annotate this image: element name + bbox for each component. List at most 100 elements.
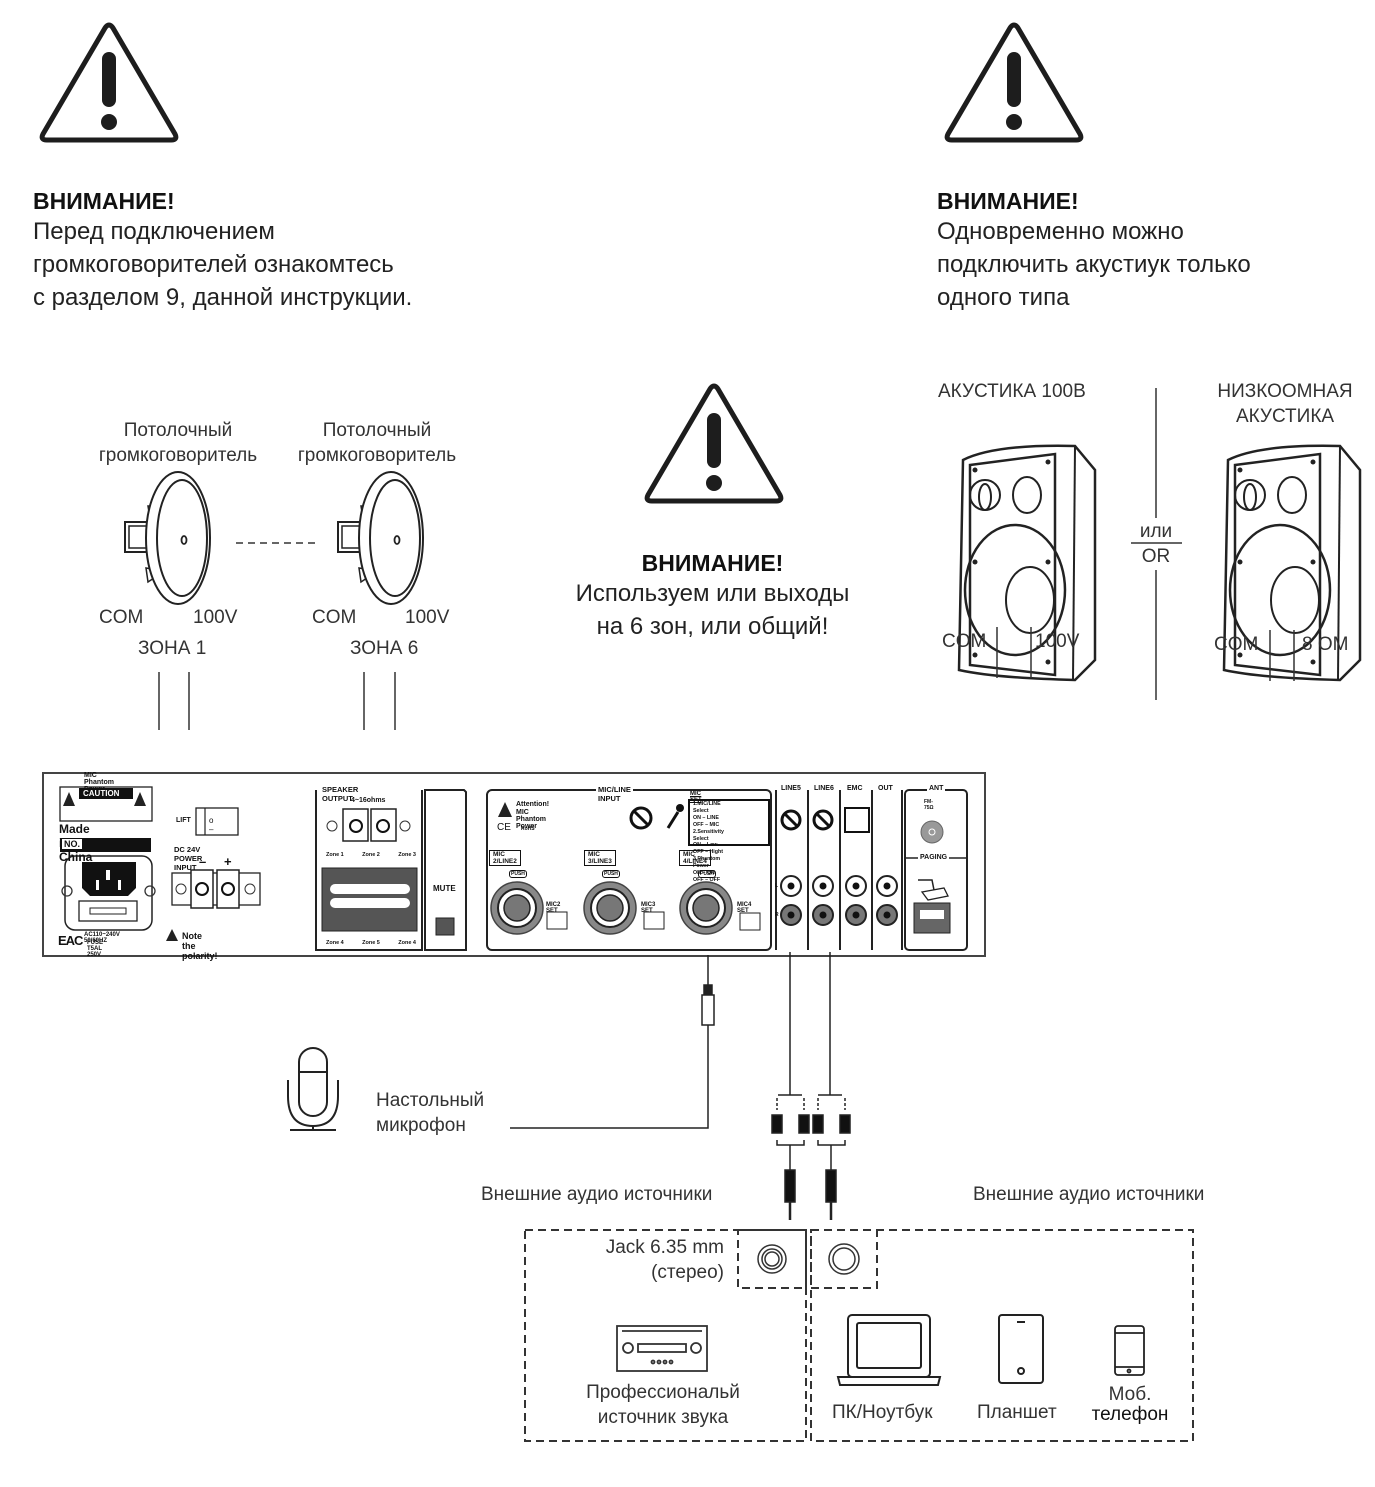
zone-row-bottom: Zone 4 Zone 5 Zone 4: [326, 940, 416, 946]
mic-dip-set-label: MIC2 SET: [546, 902, 561, 914]
pro-source-line: Профессиональй: [586, 1382, 740, 1403]
serial-no-label: NO.: [62, 839, 83, 849]
zone-row-top: Zone 1 Zone 2 Zone 3: [326, 852, 416, 858]
speaker-type: громкоговоритель: [297, 445, 457, 466]
wall-speaker-wires: [996, 388, 1295, 700]
warning-line: Используем или выходы: [575, 580, 850, 607]
mic-dip-set-label: MIC3 SET: [641, 902, 656, 914]
speaker-type-low-impedance: НИЗКООМНАЯ АКУСТИКА: [1200, 379, 1370, 429]
warning-line: громкоговорителей ознакомтесь: [33, 251, 394, 278]
made-in-label: Made in China: [59, 822, 93, 864]
rear-panel: [42, 772, 986, 957]
terminal-com-label: COM: [942, 631, 987, 652]
phone-icon: [1114, 1325, 1145, 1376]
zone-terminal: Zone 4: [398, 940, 416, 946]
zone-label: ЗОНА 6: [350, 638, 419, 659]
lift-label: LIFT: [176, 817, 191, 824]
rca-group-label: LINE5: [780, 785, 802, 792]
terminal-com-label: COM: [1214, 634, 1259, 655]
speaker-type: АКУСТИКА: [1235, 406, 1335, 427]
mic-set-line: ON – Low OFF – Hight: [693, 842, 724, 856]
phantom-attention-label: MIC Phantom Power: [516, 809, 546, 830]
phantom-power-label: MIC Phantom Power: [84, 772, 114, 793]
microphone-label: Настольный микрофон: [376, 1088, 484, 1138]
mic-channel-label: MIC 4/LINE4: [679, 850, 711, 866]
jack-socket-icon: [828, 1243, 860, 1275]
phone-label-line: телефон: [1091, 1404, 1169, 1425]
zone-label: ЗОНА 1: [138, 638, 207, 659]
speaker-wires: [158, 672, 396, 730]
warning-line: Одновременно можно: [937, 218, 1184, 245]
plus-label: +: [224, 854, 232, 869]
mic-cable: [510, 955, 715, 1129]
paging-label: PAGING: [918, 854, 950, 861]
zone-terminal: Zone 4: [326, 940, 344, 946]
mic-set-line: ON – ON OFF – OFF: [693, 870, 721, 883]
mic-set-line: ON – LINE OFF – MIC: [693, 814, 720, 828]
phone-label-line: Моб.: [1108, 1384, 1152, 1405]
mic-channel-label: MIC 3/LINE3: [584, 850, 616, 866]
terminal-hot-label: 8 ОМ: [1302, 634, 1349, 655]
rca-group-label: LINE6: [813, 785, 835, 792]
speaker-output-label: SPEAKER OUTPUT: [320, 785, 361, 803]
warning-title: ВНИМАНИЕ!: [641, 550, 784, 576]
mic-channel-label: MIC 2/LINE2: [489, 850, 521, 866]
rca-left-label: L: [775, 883, 779, 889]
lift-switch[interactable]: o –: [209, 816, 214, 834]
speaker-type: Потолочный: [322, 420, 432, 441]
warning-line: подключить акустиук только: [937, 251, 1251, 278]
rca-right-label: R: [775, 912, 779, 918]
rca-group-label: EMC: [846, 785, 864, 792]
speaker-type: громкоговоритель: [98, 445, 258, 466]
ceiling-speaker-icon: [337, 471, 424, 605]
phone-label: Моб. телефон: [1085, 1385, 1175, 1425]
antenna-label: ANT: [927, 785, 946, 792]
polarity-note: Note the polarity!: [182, 931, 218, 961]
warning-line: Перед подключением: [33, 218, 275, 245]
or-label-bottom: OR: [1141, 546, 1171, 567]
fuse-rating: FUSE T5AL 250V: [87, 940, 104, 958]
warning-icon: [647, 386, 781, 501]
jack-socket-icon: [757, 1244, 787, 1274]
warning-title: ВНИМАНИЕ!: [937, 188, 1079, 214]
caution-label: CAUTION: [83, 789, 120, 798]
microphone-label-line: Настольный: [376, 1090, 485, 1111]
ceiling-speaker-icon: [124, 471, 211, 605]
zone-terminal: Zone 2: [362, 852, 380, 858]
eac-mark: EAC: [58, 933, 83, 948]
dc-input-label: DC 24V POWER INPUT: [174, 845, 203, 872]
pro-source-label: Профессиональй источник звука: [548, 1380, 778, 1430]
terminal-hot-label: 100V: [405, 607, 450, 628]
mute-label: MUTE: [433, 884, 456, 893]
warning-line: на 6 зон, или общий!: [596, 613, 829, 640]
mic-set-line: 3.Phantom Power: [693, 856, 721, 870]
xlr-combo-jack: [583, 881, 637, 935]
ac-rating: AC110~240V 50/60HZ: [84, 932, 120, 944]
pro-source-line: источник звука: [597, 1407, 729, 1428]
mic-set-legend: 1.MIC/LINE Select ON – LINE OFF – MIC 2.…: [693, 801, 724, 884]
mic-dip-set-label: MIC4 SET: [737, 902, 752, 914]
jack-spec-line: Jack 6.35 mm: [605, 1237, 724, 1258]
speaker-type: Потолочный: [123, 420, 233, 441]
warning-line: одного типа: [937, 284, 1070, 311]
attention-label: Attention!: [516, 801, 550, 808]
impedance-label: 4~16ohms: [351, 797, 386, 804]
jack-spec-line: (стерео): [651, 1262, 724, 1283]
mic-set-title: MIC SET: [690, 791, 702, 803]
antenna-impedance: FM-75Ω: [924, 799, 934, 811]
microphone-icon: [287, 1047, 339, 1131]
push-label: PUSH: [698, 870, 716, 878]
push-label: PUSH: [602, 870, 620, 878]
zone-terminal: Zone 3: [398, 852, 416, 858]
ceiling-speaker-label: Потолочный громкоговоритель: [64, 418, 292, 468]
tablet-icon: [998, 1314, 1044, 1384]
ceiling-speaker-label: Потолочный громкоговоритель: [277, 418, 477, 468]
external-sources-title: Внешние аудио источники: [973, 1184, 1205, 1205]
rca-group-label: OUT: [877, 785, 894, 792]
warning-block-right: ВНИМАНИЕ! Одновременно можно подключить …: [937, 188, 1251, 314]
rca-jacks: [780, 875, 898, 926]
speaker-type: АКУСТИКА 100В: [938, 381, 1086, 402]
terminal-hot-label: 100V: [193, 607, 238, 628]
xlr-combo-jack: [679, 881, 733, 935]
